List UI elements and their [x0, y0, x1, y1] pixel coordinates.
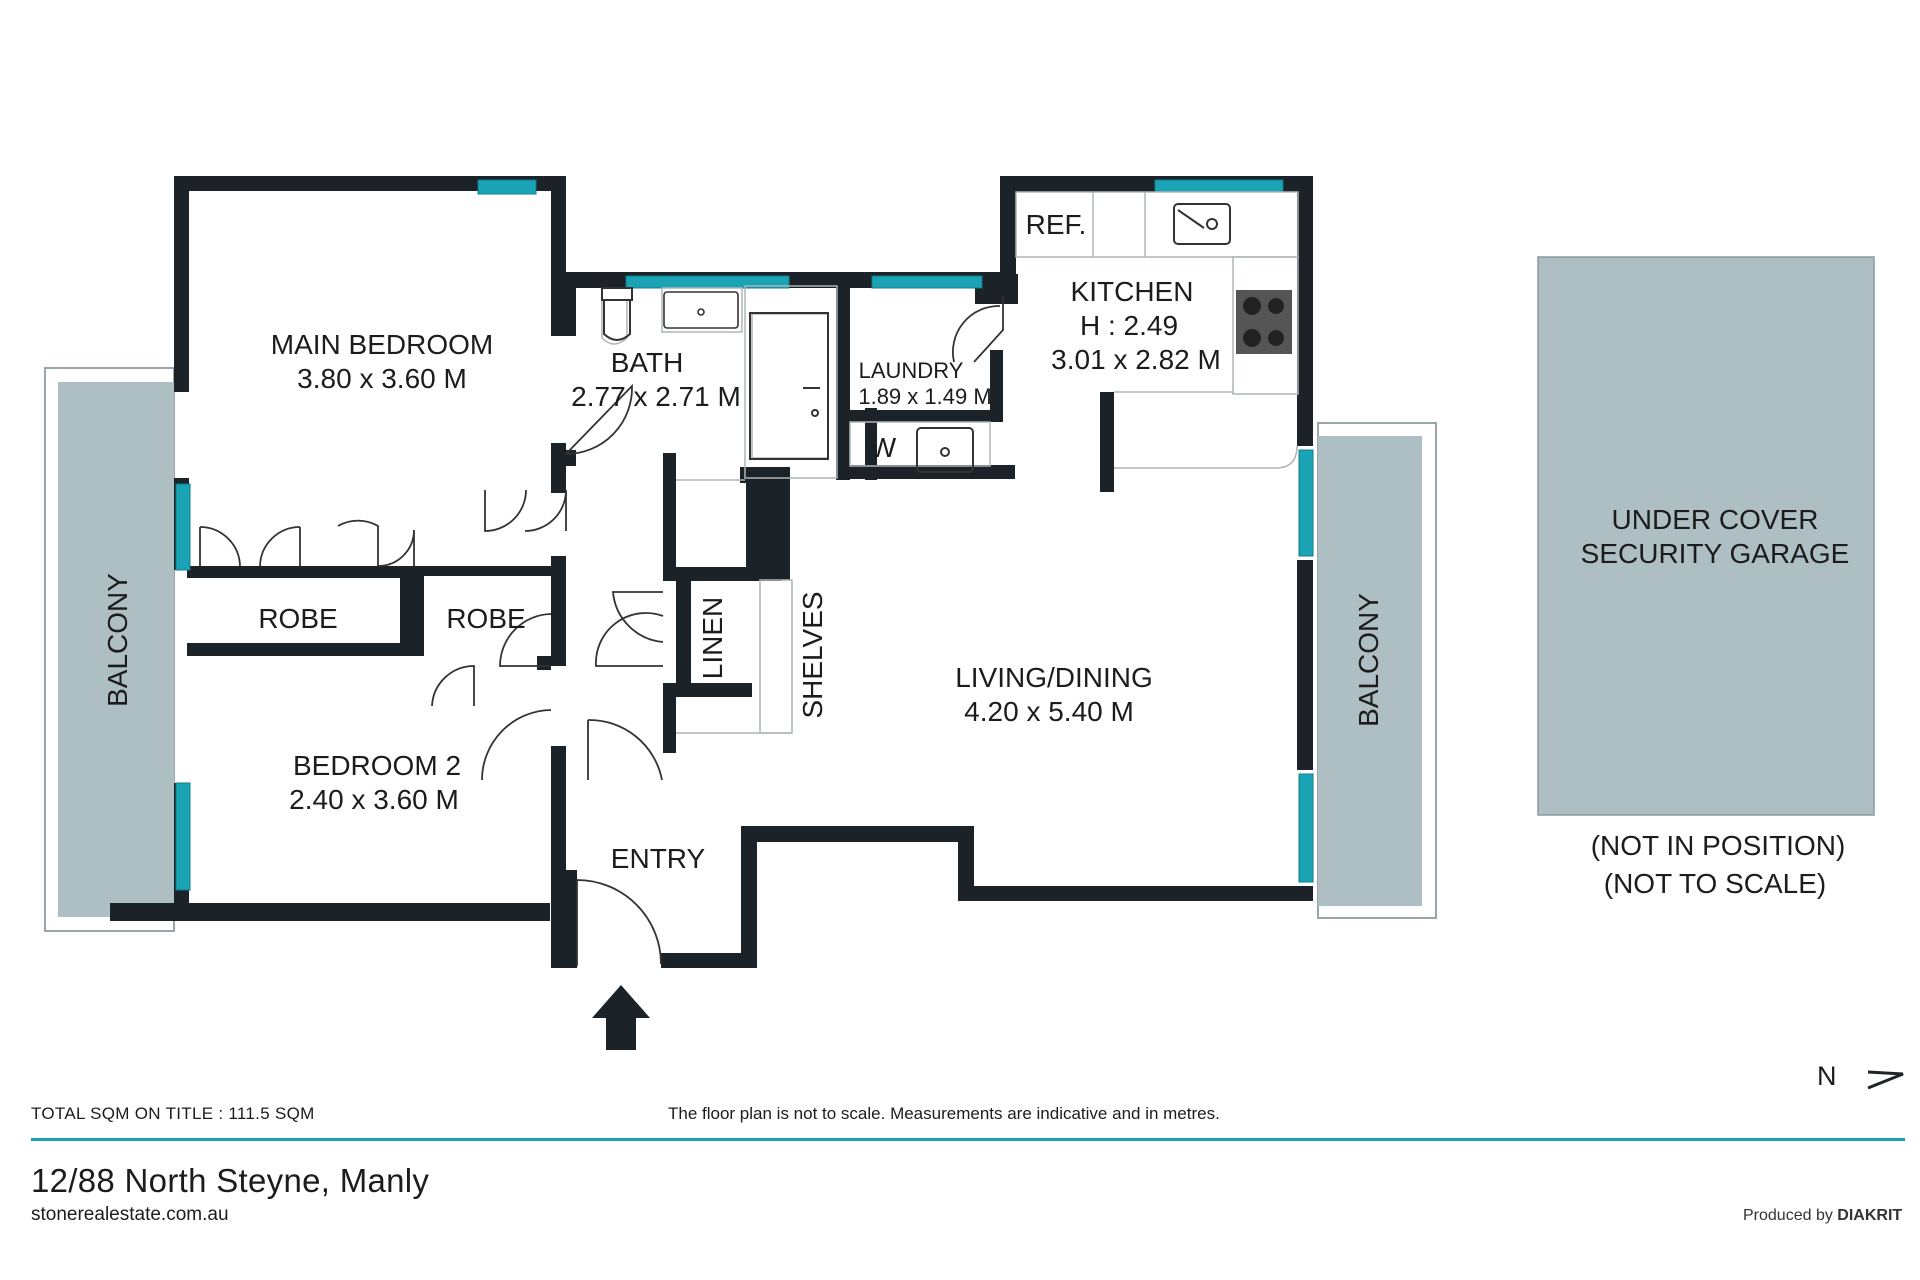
living-name: LIVING/DINING [955, 662, 1153, 693]
kitchen-name: KITCHEN [1071, 276, 1194, 307]
robe2-label: ROBE [446, 603, 525, 634]
living-size: 4.20 x 5.40 M [964, 696, 1134, 727]
laundry-sink-icon [916, 427, 974, 473]
divider [31, 1138, 1905, 1141]
fixtures [601, 191, 1299, 734]
garage-note2: (NOT TO SCALE) [1604, 868, 1827, 899]
laundry-size: 1.89 x 1.49 M [858, 384, 991, 409]
balcony-left-label: BALCONY [102, 573, 133, 707]
disclaimer: The floor plan is not to scale. Measurem… [668, 1104, 1220, 1123]
address: 12/88 North Steyne, Manly [31, 1162, 430, 1199]
kitchen-size: 3.01 x 2.82 M [1051, 344, 1221, 375]
windows [175, 179, 1314, 891]
cooktop-icon [1236, 290, 1292, 354]
entry-label: ENTRY [611, 843, 706, 874]
bedroom2-size: 2.40 x 3.60 M [289, 784, 459, 815]
bath-tub-icon [749, 312, 829, 460]
total-sqm: TOTAL SQM ON TITLE : 111.5 SQM [31, 1104, 315, 1123]
linen-label: LINEN [697, 597, 728, 679]
produced-prefix: Produced by [1743, 1207, 1833, 1224]
bedroom2-name: BEDROOM 2 [293, 750, 461, 781]
balcony-left [44, 367, 175, 932]
main-bedroom-size: 3.80 x 3.60 M [297, 363, 467, 394]
ref-label: REF. [1026, 209, 1087, 240]
main-bedroom-name: MAIN BEDROOM [271, 329, 493, 360]
basin-icon [663, 291, 739, 329]
balcony-right-label: BALCONY [1353, 593, 1384, 727]
compass-label: N [1817, 1061, 1837, 1091]
bath-size: 2.77 x 2.71 M [571, 381, 741, 412]
balcony-right [1317, 422, 1437, 919]
website-link[interactable]: stonerealestate.com.au [31, 1204, 229, 1225]
entry-arrow-icon [592, 985, 650, 1050]
laundry-name: LAUNDRY [859, 358, 964, 383]
bath-name: BATH [611, 347, 684, 378]
garage-note1: (NOT IN POSITION) [1591, 830, 1846, 861]
garage-box [1537, 256, 1875, 816]
garage-line1: UNDER COVER [1612, 504, 1819, 535]
garage-line2: SECURITY GARAGE [1581, 538, 1850, 569]
produced-by: Produced by DIAKRIT [1743, 1207, 1902, 1225]
toilet-icon [601, 287, 633, 341]
doors [199, 296, 1004, 966]
produced-brand: DIAKRIT [1837, 1207, 1903, 1224]
north-arrow-icon: N [1817, 1061, 1904, 1091]
washer-label: W [870, 432, 897, 463]
kitchen-height: H : 2.49 [1080, 310, 1178, 341]
robe1-label: ROBE [258, 603, 337, 634]
sink-icon [1173, 203, 1231, 245]
shelves-label: SHELVES [797, 591, 828, 718]
